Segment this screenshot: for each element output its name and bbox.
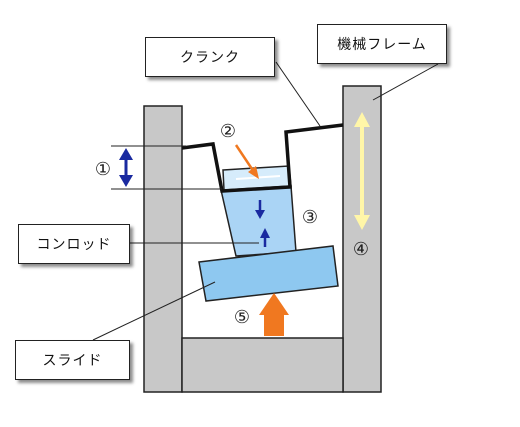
label-crank: クランク [145, 37, 275, 77]
stroke-arrowhead-up [119, 148, 133, 160]
marker-3: ③ [302, 207, 318, 228]
orange-pointer-arrowhead [248, 166, 259, 179]
label-conrod: コンロッド [18, 224, 130, 264]
marker-1: ① [95, 159, 111, 180]
frame-arrowhead-up [354, 112, 370, 127]
slide-block [198, 245, 339, 302]
conrod-body [220, 185, 297, 257]
frame-left-column [143, 105, 183, 393]
frame-arrowhead-down [354, 215, 370, 230]
orange-pointer-arrow [234, 144, 256, 173]
marker-4: ④ [353, 239, 369, 260]
label-frame: 機械フレーム [317, 24, 447, 64]
marker-5: ⑤ [234, 307, 250, 328]
conrod-arrowhead-up [260, 228, 270, 238]
leader-crank [275, 61, 321, 127]
label-slide: スライド [15, 340, 130, 380]
leader-frame [372, 63, 439, 101]
crank-shaft [181, 123, 344, 193]
leader-slide [92, 281, 216, 341]
stroke-arrowhead-down [119, 175, 133, 187]
pressure-arrowhead [259, 293, 289, 315]
conrod-arrowhead-down [255, 210, 265, 219]
pressure-arrow-shaft [264, 314, 284, 336]
frame-bed [181, 337, 344, 393]
marker-2: ② [220, 121, 236, 142]
